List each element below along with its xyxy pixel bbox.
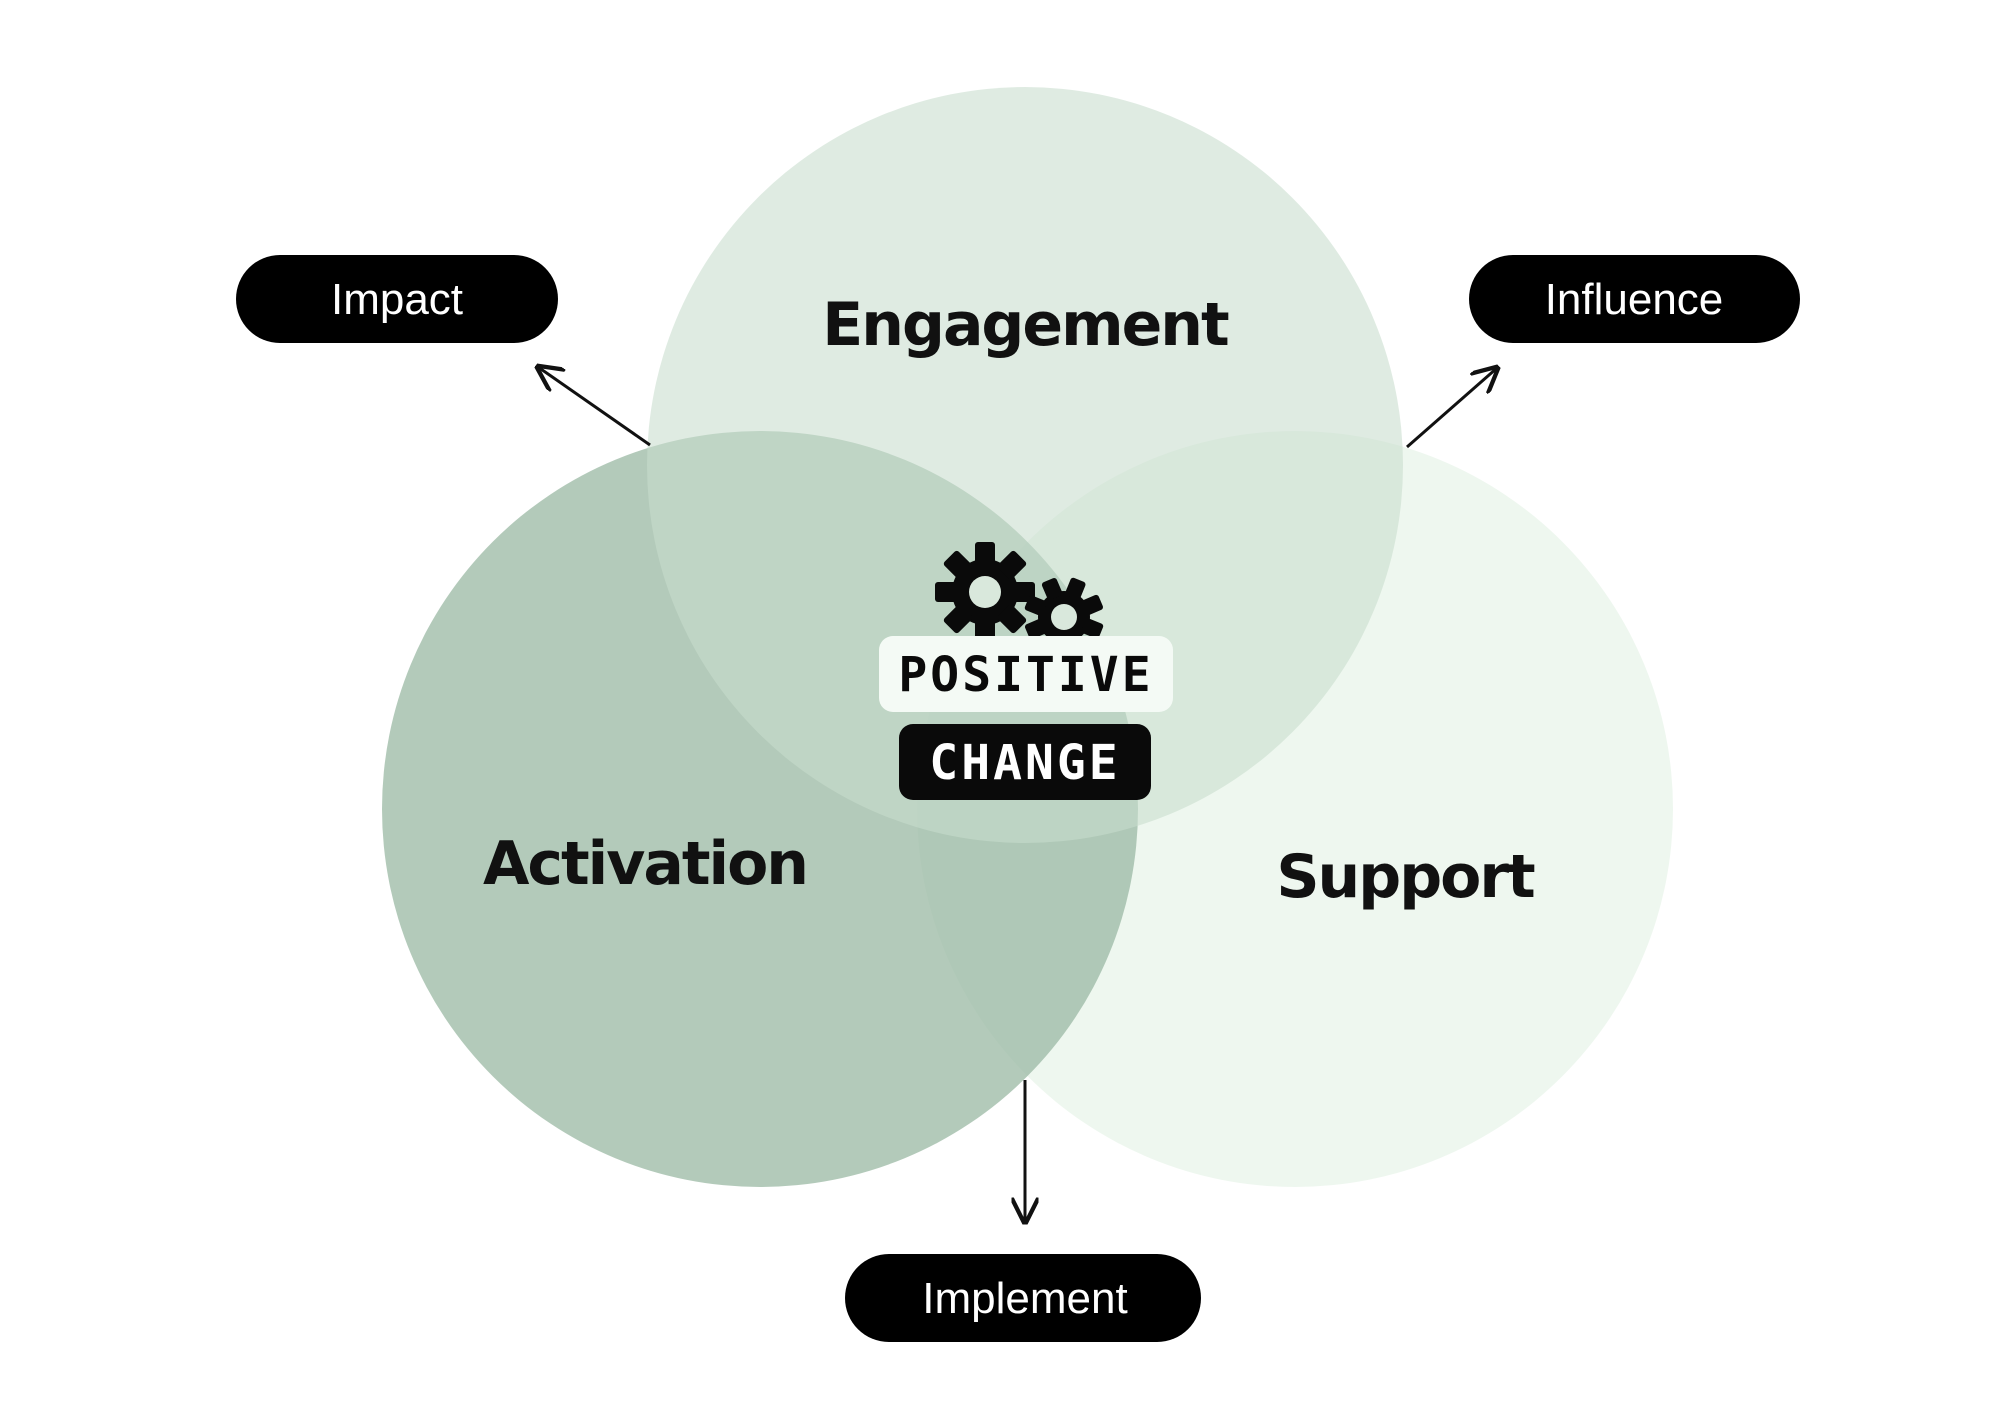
implement-pill-label: Implement <box>922 1274 1127 1323</box>
support-label: Support <box>1276 842 1535 912</box>
influence-pill-label: Influence <box>1545 275 1724 324</box>
impact-pill: Impact <box>236 255 558 343</box>
positive-badge: POSITIVE <box>879 636 1173 712</box>
positive-badge-text: POSITIVE <box>898 647 1153 703</box>
influence-pill: Influence <box>1469 255 1800 343</box>
activation-label: Activation <box>483 829 807 899</box>
engagement-circle <box>647 87 1403 843</box>
impact-arrow <box>538 367 651 447</box>
influence-arrow <box>1406 368 1497 449</box>
implement-pill: Implement <box>845 1254 1201 1342</box>
impact-pill-label: Impact <box>331 275 463 324</box>
change-badge-text: CHANGE <box>929 735 1120 791</box>
change-badge: CHANGE <box>899 724 1151 800</box>
engagement-label: Engagement <box>822 290 1229 360</box>
gears-icon <box>935 542 1104 657</box>
